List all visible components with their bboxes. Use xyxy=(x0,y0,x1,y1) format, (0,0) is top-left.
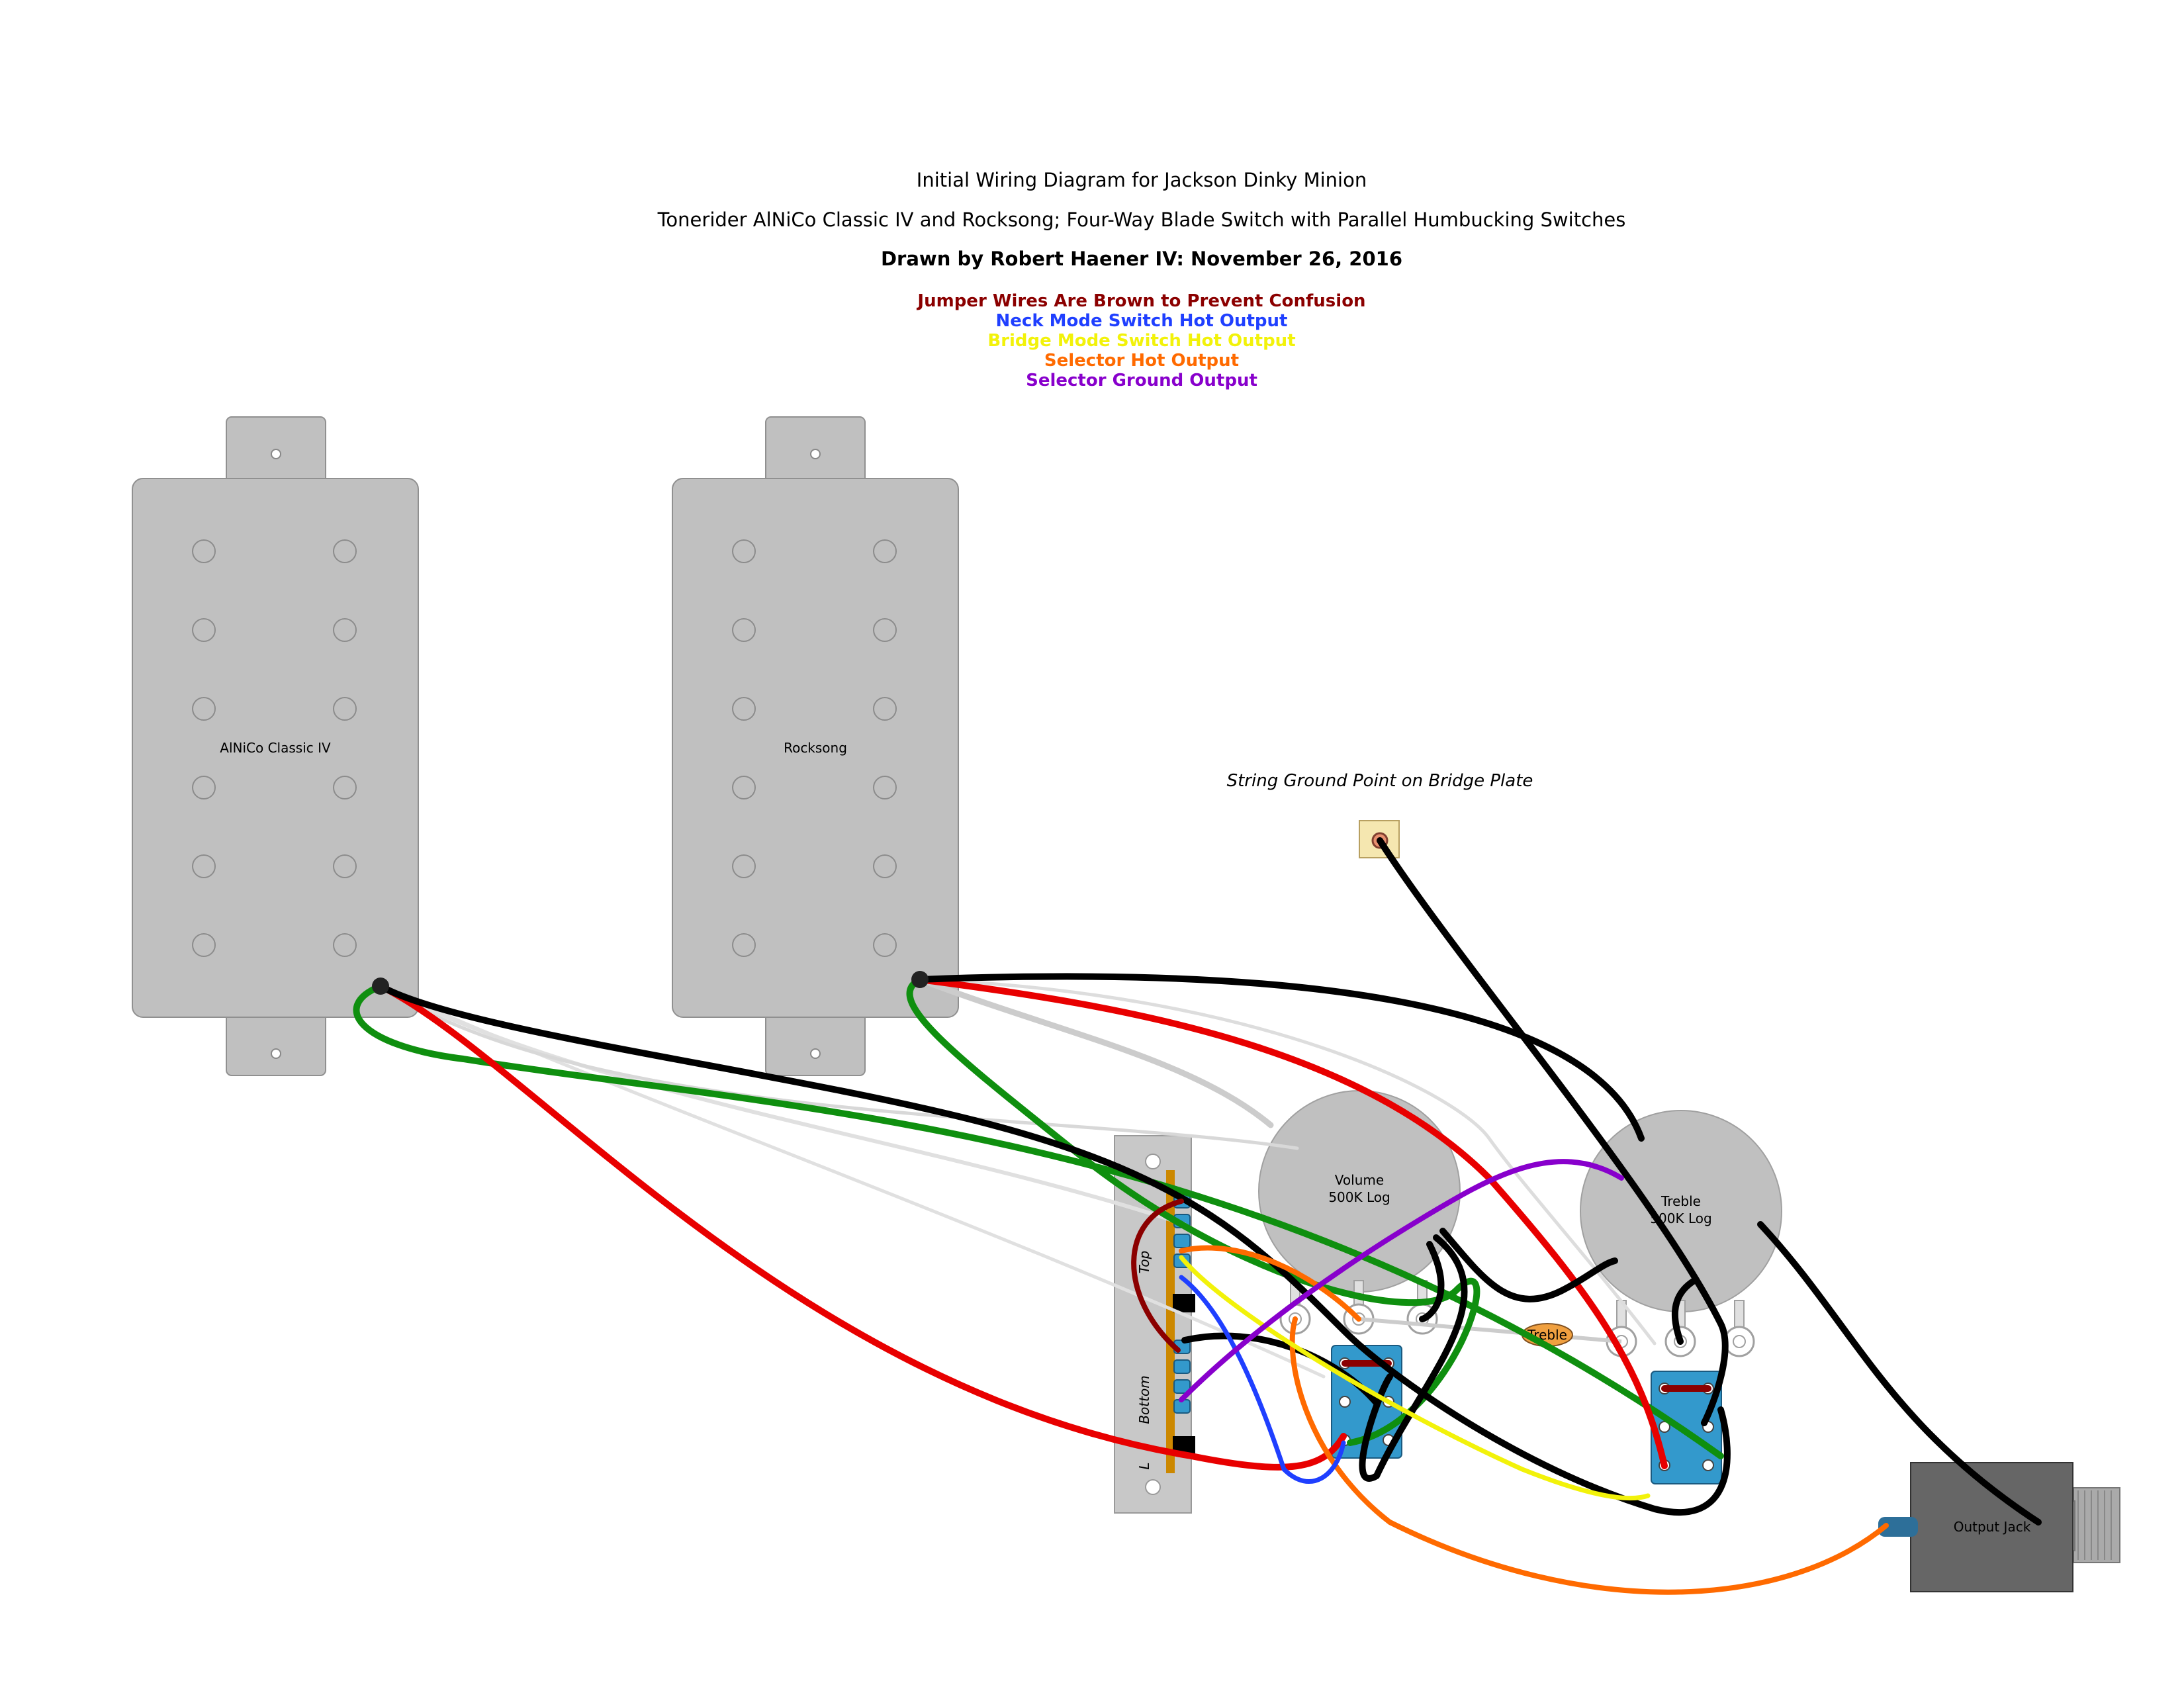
wire-neck-black xyxy=(377,983,1731,1516)
wire-neck-mode-hot xyxy=(1179,1275,1346,1484)
wire-selector-hot-to-volume xyxy=(1179,1245,1361,1322)
selector-label-bottom: Bottom xyxy=(1136,1375,1152,1424)
bridge-ground-label: String Ground Point on Bridge Plate xyxy=(1227,771,1533,791)
wire-bridge-red xyxy=(917,976,1668,1469)
treble-pot-name: Treble xyxy=(1661,1193,1701,1209)
output-jack: Output Jack xyxy=(1878,1462,2120,1592)
bridge-pickup-lead-exit xyxy=(911,971,929,988)
selector-label-l: L xyxy=(1136,1462,1152,1469)
wire-bridge-mode-hot xyxy=(1179,1255,1651,1501)
wire-neck-red xyxy=(377,983,1347,1471)
wire-pot-ground-a xyxy=(1439,1228,1618,1302)
wire-bridge-black xyxy=(917,973,1645,1142)
wire-ground-bridge-plate xyxy=(1377,837,1729,1426)
output-jack-label: Output Jack xyxy=(1954,1519,2031,1535)
bridge-pickup: Rocksong xyxy=(672,416,959,1076)
diagram-title: Initial Wiring Diagram for Jackson Dinky… xyxy=(917,169,1367,191)
neck-pickup: AlNiCo Classic IV xyxy=(132,416,419,1076)
treble-pot: Treble 500K Log xyxy=(1580,1110,1782,1357)
wire-bridge-white-a xyxy=(917,976,1274,1128)
legend-selector-hot: Selector Hot Output xyxy=(1044,351,1239,371)
volume-pot: Volume 500K Log xyxy=(1258,1090,1461,1335)
legend-bridge-hot: Bridge Mode Switch Hot Output xyxy=(987,331,1295,351)
jumper-selector-top xyxy=(1131,1199,1184,1353)
wire-volume-to-output xyxy=(1289,1316,1889,1595)
wire-bridge-white-b xyxy=(918,978,1657,1345)
legend-jumper: Jumper Wires Are Brown to Prevent Confus… xyxy=(916,291,1365,311)
wire-volume-lug-black xyxy=(1419,1241,1445,1322)
wire-neck-white-c xyxy=(379,984,1299,1150)
wire-neck-white-b xyxy=(379,984,1326,1379)
neck-pickup-lead-exit xyxy=(372,978,389,995)
bridge-pickup-label: Rocksong xyxy=(784,740,847,756)
volume-pot-name: Volume xyxy=(1335,1172,1384,1188)
diagram-subtitle: Tonerider AlNiCo Classic IV and Rocksong… xyxy=(657,208,1626,231)
wire-treble-lug-black xyxy=(1671,1277,1698,1345)
neck-pickup-label: AlNiCo Classic IV xyxy=(220,740,331,756)
wire-selector-ground xyxy=(1179,1159,1624,1402)
volume-pot-value: 500K Log xyxy=(1328,1189,1390,1205)
selector-label-top: Top xyxy=(1136,1251,1152,1274)
wire-neck-green xyxy=(353,983,1724,1459)
wire-pot-ground-b xyxy=(1359,1234,1468,1482)
legend-selector-ground: Selector Ground Output xyxy=(1026,371,1257,390)
bridge-mode-mini-switch xyxy=(1651,1371,1722,1484)
wire-bridge-green xyxy=(906,976,1480,1446)
wire-output-ground xyxy=(1757,1221,2042,1526)
legend-neck-hot: Neck Mode Switch Hot Output xyxy=(996,311,1288,331)
diagram-author: Drawn by Robert Haener IV: November 26, … xyxy=(881,248,1402,270)
wiring xyxy=(353,837,2042,1595)
